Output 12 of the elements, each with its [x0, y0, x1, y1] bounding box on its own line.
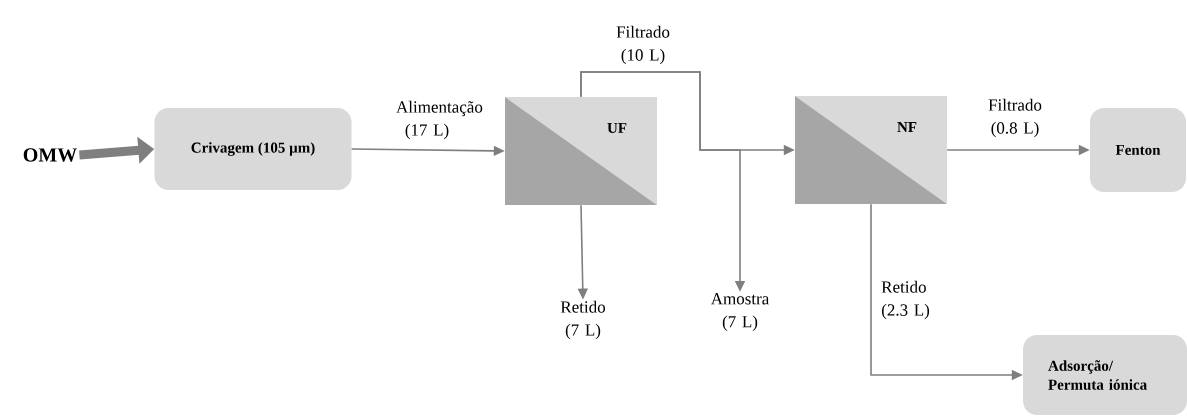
- process-box: Adsorção/ Permuta iónica: [1023, 335, 1187, 415]
- edge-label: Alimentação (17 L): [396, 100, 483, 140]
- edge-label: Retido (2.3 L): [881, 280, 930, 320]
- input-label: OMW: [23, 148, 77, 162]
- output-label: Retido (7 L): [560, 300, 606, 340]
- membrane-box: UF: [505, 97, 657, 205]
- edge-label: Filtrado (0.8 L): [988, 98, 1042, 138]
- process-box: Crivagem (105 µm): [154, 108, 352, 190]
- membrane-box: NF: [795, 96, 947, 204]
- output-label: Amostra (7 L): [710, 293, 770, 331]
- edge-label: Filtrado (10 L): [616, 25, 670, 65]
- process-box: Fenton: [1090, 108, 1186, 192]
